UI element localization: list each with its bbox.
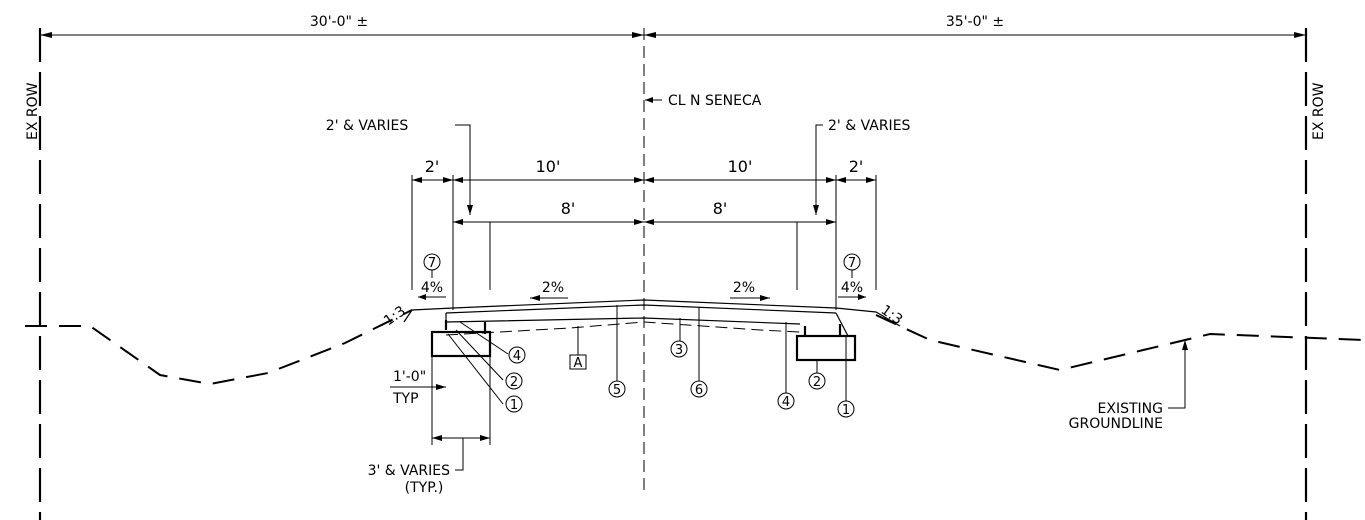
dim-left-shoulder: 2'	[425, 157, 440, 176]
a4	[634, 177, 644, 183]
dim-left-lane: 10'	[536, 157, 561, 176]
callout-2-right-text: 2	[813, 375, 821, 390]
varies-right-label: 2' & VARIES	[828, 118, 911, 134]
dim-right-total: 35'-0" ±	[946, 14, 1004, 30]
callout-2-left-text: 2	[510, 375, 518, 390]
callout-5-text: 5	[613, 383, 621, 398]
w-arrow-l	[432, 435, 442, 441]
groundline-arrow	[1182, 340, 1188, 350]
varies-right-arrow	[813, 205, 819, 215]
a1	[412, 177, 422, 183]
b3	[644, 219, 654, 225]
a8	[866, 177, 876, 183]
dim-left-inner: 8'	[561, 199, 576, 218]
callout-1-left	[505, 395, 523, 413]
l1-leader	[447, 333, 504, 405]
groundline-leader	[1168, 340, 1186, 409]
callout-1-right	[837, 400, 855, 418]
base-bottom	[445, 317, 801, 325]
callout-4-right-text: 4	[782, 395, 790, 410]
subbase-bottom	[445, 321, 801, 336]
callout-5	[608, 380, 626, 398]
existing-groundline-right	[875, 314, 1365, 372]
box-a	[569, 354, 587, 370]
pavement-layer	[445, 304, 837, 314]
cl-leader-arrow	[645, 97, 653, 103]
a3	[453, 177, 463, 183]
varies-right-leader	[815, 124, 823, 215]
w-arrow-r	[480, 435, 490, 441]
dim-left-total: 30'-0" ±	[310, 14, 368, 30]
varies-left-arrow	[467, 205, 473, 215]
callout-2-left	[505, 372, 523, 390]
box-a-text: A	[574, 356, 583, 371]
existing-label: EXISTING	[1098, 401, 1163, 417]
row-label-right: EX ROW	[1311, 82, 1327, 140]
slope-left-shoulder: 4%	[421, 280, 443, 296]
callout-6-text: 6	[695, 383, 703, 398]
offset-arrow	[436, 384, 446, 390]
curb-left	[430, 330, 492, 358]
callout-7-right-text: 7	[848, 256, 856, 271]
dim-right-shoulder: 2'	[849, 157, 864, 176]
existing-groundline-left	[25, 309, 413, 386]
callout-2-right	[808, 372, 826, 390]
width-note-1: 3' & VARIES	[368, 463, 451, 479]
callout-1-left-text: 1	[510, 398, 518, 413]
l4-leader	[459, 321, 509, 355]
dim-right-inner: 8'	[713, 199, 728, 218]
a2	[443, 177, 453, 183]
b1	[453, 219, 463, 225]
row-label-left: EX ROW	[25, 82, 41, 140]
arrow-left	[40, 32, 52, 38]
offset-dim: 1'-0"	[393, 369, 426, 385]
slope-right-shoulder: 4%	[841, 280, 863, 296]
offset-note: TYP	[392, 391, 419, 407]
arrow-cl-left	[632, 32, 644, 38]
slope-left-lane: 2%	[542, 280, 564, 296]
dim-right-lane: 10'	[728, 157, 753, 176]
callout-4-right	[777, 392, 795, 410]
side-slope-left: 1:3	[381, 303, 409, 329]
curb-right	[795, 334, 857, 362]
width-note-2: (TYP.)	[405, 480, 444, 496]
callout-3	[670, 340, 688, 358]
s2l-arrow	[530, 295, 540, 301]
s4l-arrow	[418, 294, 426, 300]
varies-left-leader	[455, 124, 471, 215]
b4	[826, 219, 836, 225]
varies-left-label: 2' & VARIES	[326, 118, 409, 134]
callout-6	[690, 380, 708, 398]
callout-3-text: 3	[675, 343, 683, 358]
callout-4-left	[508, 346, 526, 364]
l2-leader	[455, 329, 504, 381]
curb-edge-right	[835, 312, 849, 337]
slope-right-lane: 2%	[733, 280, 755, 296]
callout-7-left-text: 7	[428, 256, 436, 271]
arrow-cl-right	[644, 32, 656, 38]
pavement-top	[403, 299, 901, 327]
s2r-arrow	[760, 295, 770, 301]
groundline-label: GROUNDLINE	[1069, 416, 1163, 432]
cl-label: CL N SENECA	[668, 93, 762, 109]
callout-4-left-text: 4	[513, 349, 521, 364]
callout-1-right-text: 1	[842, 403, 850, 418]
a5	[644, 177, 654, 183]
a7	[836, 177, 846, 183]
width-leader	[455, 438, 464, 471]
arrow-right	[1294, 32, 1306, 38]
b2	[634, 219, 644, 225]
s4r-arrow	[858, 294, 866, 300]
a6	[826, 177, 836, 183]
